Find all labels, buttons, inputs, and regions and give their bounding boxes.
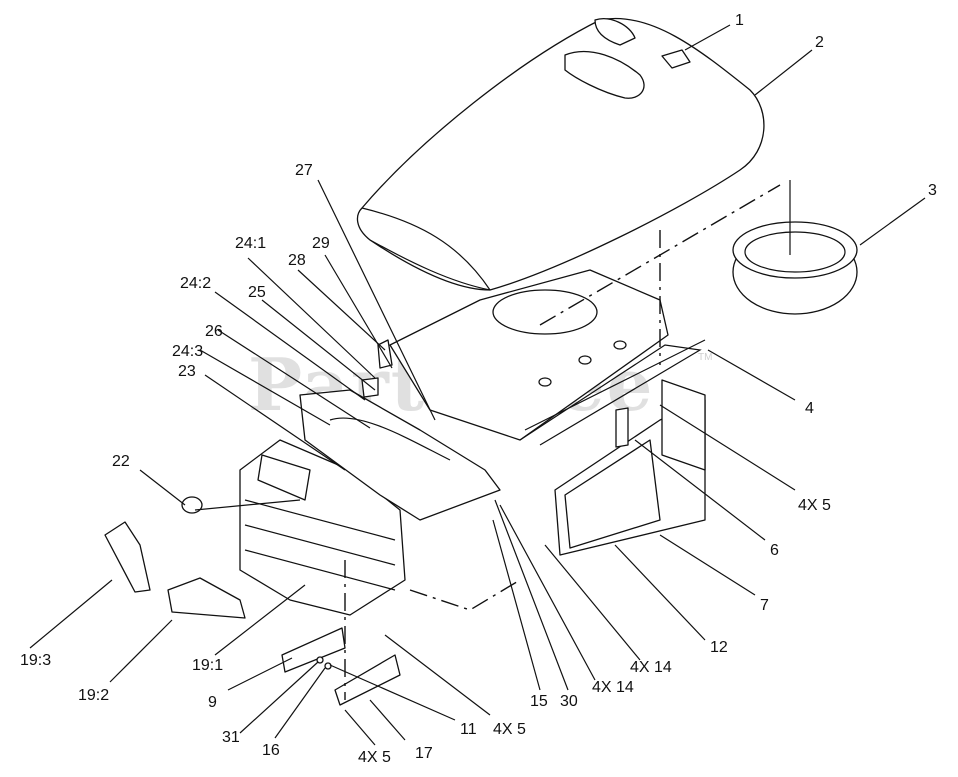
callout-26: 26 [205,323,223,340]
callout-19-1: 19:1 [192,657,223,674]
bumper-cap [167,577,246,619]
callout-19-2: 19:2 [78,687,109,704]
lower-plate [334,654,401,706]
spacer-block [615,407,629,448]
nut-part [316,656,324,664]
plug-part [181,496,203,514]
support-rod [524,339,706,431]
ring-part [732,221,858,315]
hood-clip [661,49,691,69]
callout-4x5-b: 4X 5 [493,721,526,738]
lower-bracket [281,627,346,673]
callout-24-2: 24:2 [180,275,211,292]
callout-12: 12 [710,639,728,656]
callout-29: 29 [312,235,330,252]
watermark-tm: TM [698,352,712,363]
callout-6: 6 [770,542,779,559]
callout-30: 30 [560,693,578,710]
grille-bracket [299,389,501,521]
callout-25: 25 [248,284,266,301]
callout-27: 27 [295,162,313,179]
frame-panel [389,269,702,446]
callout-9: 9 [208,694,217,711]
callout-7: 7 [760,597,769,614]
callout-28: 28 [288,252,306,269]
callout-4x14-a: 4X 14 [630,659,672,676]
callout-17: 17 [415,745,433,762]
callout-2: 2 [815,34,824,51]
side-cap [104,521,151,593]
callout-31: 31 [222,729,240,746]
callout-4: 4 [805,400,814,417]
callout-4x5-a: 4X 5 [798,497,831,514]
leader-lines [29,24,926,746]
callout-1: 1 [735,12,744,29]
hood-part [356,17,765,291]
callout-23: 23 [178,363,196,380]
callout-16: 16 [262,742,280,759]
side-panel [554,379,706,556]
callout-4x14-b: 4X 14 [592,679,634,696]
callout-3: 3 [928,182,937,199]
callout-4x5-c: 4X 5 [358,749,391,766]
callout-22: 22 [112,453,130,470]
callout-19-3: 19:3 [20,652,51,669]
callout-11: 11 [460,721,477,738]
callout-24-1: 24:1 [235,235,266,252]
callout-15: 15 [530,693,548,710]
callout-24-3: 24:3 [172,343,203,360]
washer-part [324,662,332,670]
align-line [409,579,521,611]
